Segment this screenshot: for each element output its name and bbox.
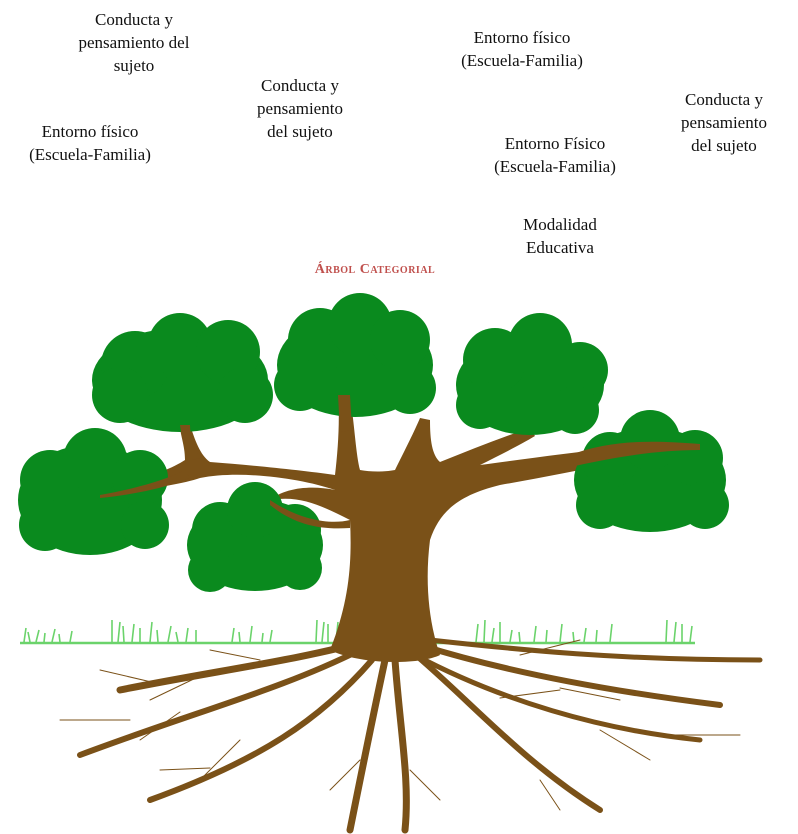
category-label-conducta-3: Conducta y pensamiento del sujeto	[681, 90, 767, 155]
roots	[59, 636, 763, 834]
category-label-entorno-2: Entorno físico (Escuela-Familia)	[29, 122, 151, 164]
category-label-conducta-2: Conducta y pensamiento del sujeto	[257, 76, 343, 141]
foliage-cluster-right	[574, 410, 729, 532]
branch-overlays	[100, 395, 700, 529]
foliage	[18, 293, 729, 592]
foliage-cluster-left	[18, 428, 169, 555]
trunk	[100, 395, 700, 662]
foliage-cluster-center-left	[187, 482, 323, 592]
category-label-entorno-3: Entorno Físico (Escuela-Familia)	[494, 134, 616, 176]
category-label-conducta-1: Conducta y pensamiento del sujeto	[78, 10, 190, 75]
tree-illustration	[18, 293, 763, 834]
foliage-cluster-top-right	[456, 313, 608, 435]
foliage-cluster-top-center	[274, 293, 436, 417]
category-label-entorno-1: Entorno físico (Escuela-Familia)	[461, 28, 583, 70]
diagram-title: Árbol Categorial	[314, 262, 436, 277]
category-label-modalidad: Modalidad Educativa	[523, 215, 597, 257]
foliage-cluster-top-left	[92, 313, 273, 432]
